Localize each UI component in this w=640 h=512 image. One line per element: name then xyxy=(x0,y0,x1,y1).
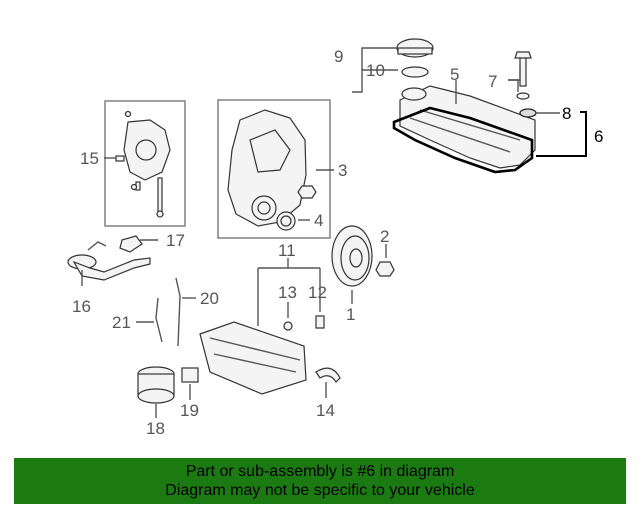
callout-4: 4 xyxy=(314,211,323,230)
callout-16: 16 xyxy=(72,297,91,316)
oil-filter-part xyxy=(137,366,175,404)
callout-3: 3 xyxy=(338,161,347,180)
oil-strainer-part xyxy=(67,241,151,281)
callout-5: 5 xyxy=(450,65,459,84)
callout-11: 11 xyxy=(278,241,296,260)
callout-2: 2 xyxy=(380,227,389,246)
callout-20: 20 xyxy=(200,289,219,308)
callout-12: 12 xyxy=(308,283,327,302)
valve-cover-gasket-part xyxy=(392,106,534,174)
drain-bolt-part xyxy=(315,315,325,329)
callout-21: 21 xyxy=(112,313,131,332)
banner-line-part-info: Part or sub-assembly is #6 in diagram xyxy=(185,463,455,480)
oil-pump-part xyxy=(115,110,171,218)
callout-17: 17 xyxy=(166,231,185,250)
callout-15: 15 xyxy=(80,149,99,168)
callout-1: 1 xyxy=(346,305,355,324)
dipstick-part xyxy=(155,297,163,343)
callout-9: 9 xyxy=(334,47,343,66)
dipstick-tube-part xyxy=(175,277,181,347)
callout-7: 7 xyxy=(488,72,497,91)
callout-10: 10 xyxy=(366,61,385,80)
callout-18: 18 xyxy=(146,419,165,438)
seal-washer-part xyxy=(519,108,537,118)
callout-8: 8 xyxy=(562,104,571,123)
oil-filler-cap-part xyxy=(396,38,434,78)
pulley-bolt-part xyxy=(375,261,395,277)
valve-cover-part xyxy=(399,85,536,169)
banner-line-disclaimer: Diagram may not be specific to your vehi… xyxy=(165,482,475,499)
callout-13: 13 xyxy=(278,283,297,302)
strainer-gasket-part xyxy=(119,235,143,253)
valve-cover-bolt-part xyxy=(514,51,532,100)
filter-bolt-part xyxy=(181,367,199,383)
callout-14: 14 xyxy=(316,401,335,420)
rear-seal-part xyxy=(315,367,341,383)
oil-pan-part xyxy=(199,321,307,395)
drain-washer-part xyxy=(283,321,293,331)
callout-6: 6 xyxy=(594,127,603,146)
engine-parts-diagram: 1 2 3 4 5 6 7 8 9 10 11 12 13 14 15 16 1… xyxy=(67,38,603,438)
info-banner: Part or sub-assembly is #6 in diagram Di… xyxy=(14,458,626,504)
leader-lines xyxy=(81,47,587,418)
crankshaft-pulley-part xyxy=(331,225,373,287)
callout-19: 19 xyxy=(180,401,199,420)
